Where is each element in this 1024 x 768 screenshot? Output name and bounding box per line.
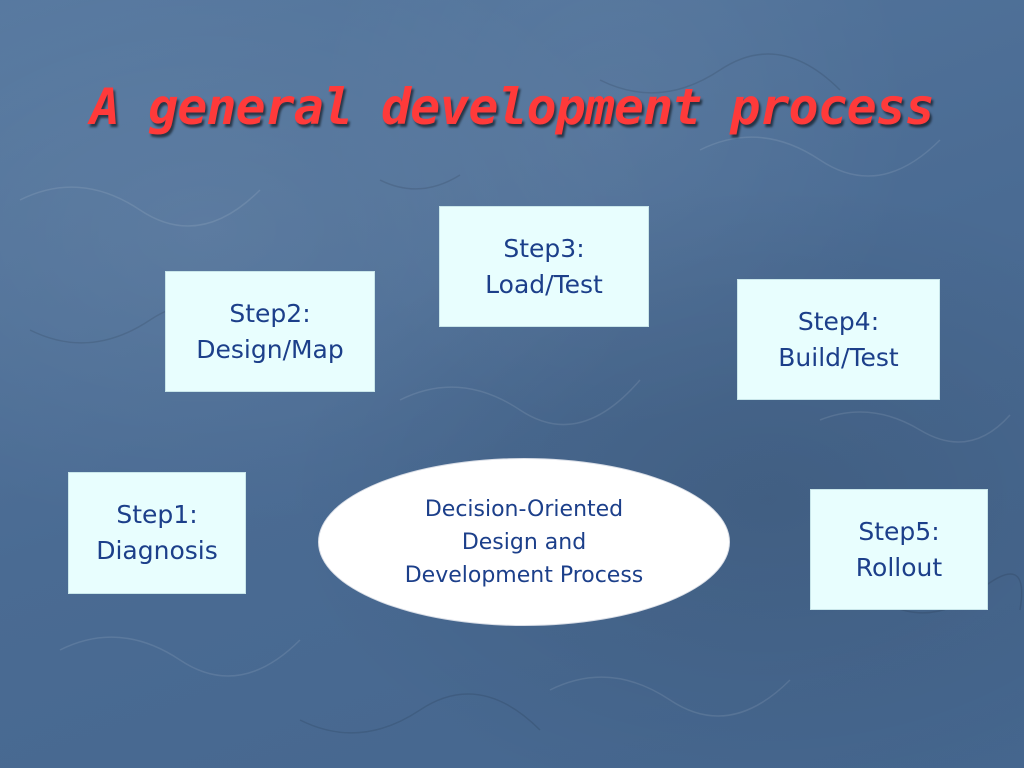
center-line-2: Design and	[461, 529, 587, 555]
center-line-3: Development Process	[404, 562, 644, 588]
step1-label: Step1:	[116, 500, 198, 529]
step3-label: Step3:	[503, 233, 585, 263]
step2-label: Step2:	[229, 298, 311, 328]
step3-name: Load/Test	[485, 269, 603, 299]
step2-name: Design/Map	[196, 334, 344, 364]
step4-label: Step4:	[797, 306, 880, 336]
slide-title: A general development process	[90, 78, 935, 136]
center-line-1: Decision-Oriented	[424, 496, 624, 522]
step5-label: Step5:	[858, 516, 940, 546]
step5-name: Rollout	[855, 552, 943, 582]
step2-box: Step2: Design/Map	[165, 271, 375, 392]
step1-name: Diagnosis	[96, 536, 218, 565]
step4-name: Build/Test	[778, 342, 899, 372]
center-ellipse: Decision-Oriented Design and Development…	[318, 458, 730, 626]
step1-box: Step1: Diagnosis	[68, 472, 246, 594]
step3-box: Step3: Load/Test	[439, 206, 649, 327]
step4-box: Step4: Build/Test	[737, 279, 940, 400]
step5-box: Step5: Rollout	[810, 489, 988, 610]
